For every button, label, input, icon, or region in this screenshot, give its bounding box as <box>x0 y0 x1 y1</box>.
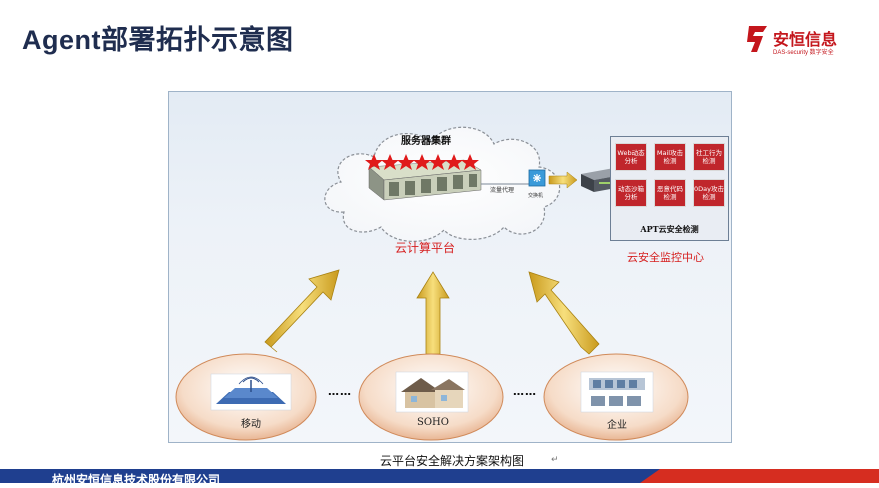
arrow-soho-to-cloud <box>416 271 450 355</box>
logo-name: 安恒信息 <box>773 30 838 49</box>
star-markers <box>365 154 479 170</box>
ellipsis-right: …… <box>513 385 537 398</box>
apt-tile: 0Day攻击检测 <box>693 179 725 207</box>
topology-diagram: 服务器集群 流量代理 交换机 云计算平台 Web动态分析 Mail攻击检测 社工… <box>168 91 732 443</box>
footer-bar <box>0 469 879 483</box>
arrow-mobile-to-cloud <box>264 269 340 353</box>
switch-label: 交换机 <box>528 193 544 199</box>
star-icon <box>413 154 431 170</box>
star-icon <box>365 154 383 170</box>
ellipsis-left: …… <box>328 385 352 398</box>
apt-tile: Web动态分析 <box>615 143 647 171</box>
star-icon <box>445 154 463 170</box>
node-label-enterprise: 企业 <box>607 420 627 431</box>
logo-subtitle: DAS-security 数字安全 <box>773 50 834 56</box>
enterprise-network-icon <box>580 371 654 413</box>
company-logo: 安恒信息 DAS-security 数字安全 <box>745 22 855 62</box>
apt-tile: 动态沙箱分析 <box>615 179 647 207</box>
house-icon <box>395 371 469 413</box>
page-title: Agent部署拓扑示意图 <box>22 25 294 55</box>
server-cluster-icon <box>368 159 482 201</box>
monitor-label: 云安全监控中心 <box>627 251 704 264</box>
apt-tile: Mail攻击检测 <box>654 143 686 171</box>
node-label-soho: SOHO <box>417 417 449 428</box>
star-icon <box>461 154 479 170</box>
apt-tile: 恶意代码检测 <box>654 179 686 207</box>
arrow-to-device <box>548 171 578 189</box>
node-label-mobile: 移动 <box>241 419 261 430</box>
arrow-enterprise-to-cloud <box>528 271 600 355</box>
traffic-label: 流量代理 <box>490 187 515 194</box>
paragraph-mark-icon: ↵ <box>551 455 559 465</box>
cloud-title: 服务器集群 <box>401 136 451 147</box>
logo-mark-icon <box>747 26 767 52</box>
platform-label: 云计算平台 <box>395 241 456 255</box>
star-icon <box>397 154 415 170</box>
star-icon <box>381 154 399 170</box>
figure-caption: 云平台安全解决方案架构图 <box>380 454 525 468</box>
apt-tile: 社工行为检测 <box>693 143 725 171</box>
star-icon <box>429 154 447 170</box>
mobile-network-icon <box>210 373 292 411</box>
apt-panel: Web动态分析 Mail攻击检测 社工行为检测 动态沙箱分析 恶意代码检测 0D… <box>610 136 729 241</box>
diagram-graphics <box>175 126 689 441</box>
footer-company: 杭州安恒信息技术股份有限公司 <box>52 473 221 487</box>
apt-title: APT云安全检测 <box>640 224 699 234</box>
switch-icon <box>528 169 546 187</box>
